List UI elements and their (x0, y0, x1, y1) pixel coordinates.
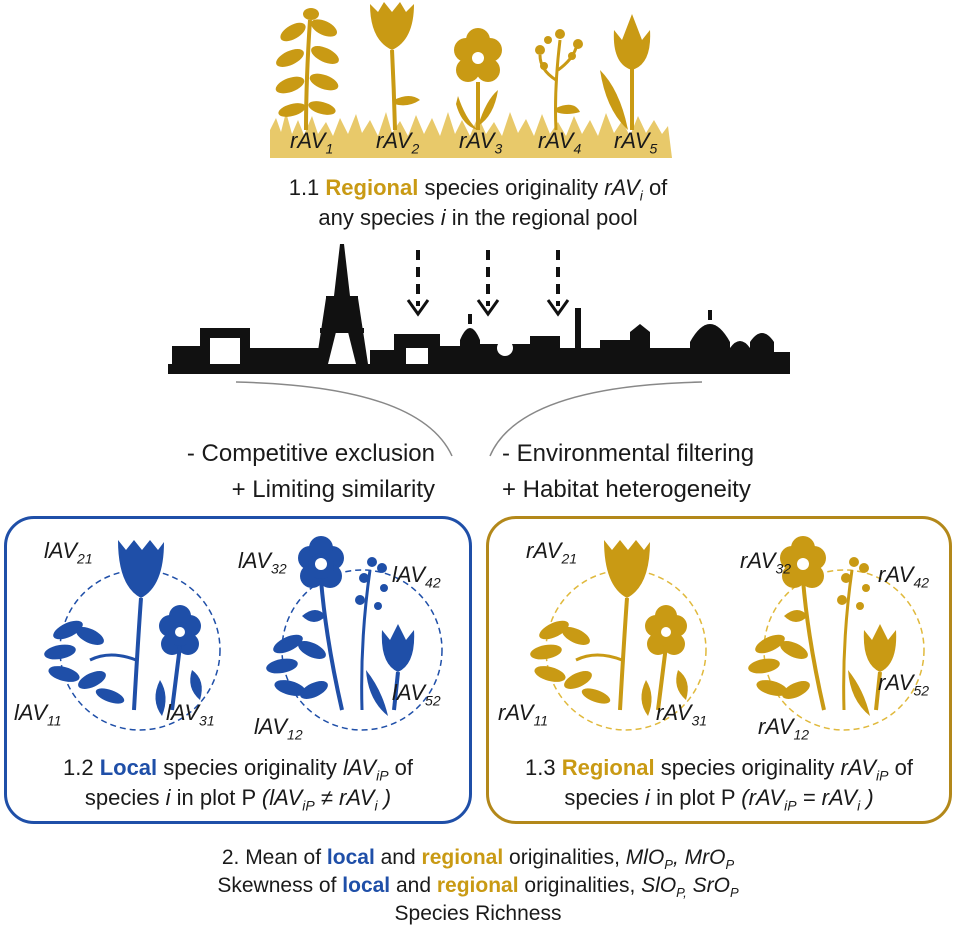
process-environmental-filtering: - Environmental filtering (502, 440, 755, 467)
plant-2-icon (370, 2, 420, 131)
step-1-1-line2: any species i in the regional pool (318, 205, 638, 230)
process-limiting-similarity: + Limiting similarity (231, 476, 435, 503)
process-habitat-heterogeneity: + Habitat heterogeneity (502, 476, 751, 503)
right-branch-curve (489, 381, 703, 457)
step-1-1-line1: 1.1 Regional species originality rAVi of (288, 175, 668, 204)
regional-label-rav52: rAV52 (878, 670, 930, 699)
local-label-lav52: lAV52 (392, 680, 441, 709)
local-plot-1-illustration (44, 540, 221, 731)
regional-plot-1-illustration (530, 540, 707, 731)
local-label-lav31: lAV31 (166, 700, 215, 729)
top-label-rav2: rAV2 (376, 128, 420, 157)
step-1-3-line2: species i in plot P (rAViP = rAVi ) (564, 785, 874, 814)
dashed-arrow-3 (546, 250, 570, 317)
top-label-rav3: rAV3 (459, 128, 503, 157)
summary-line-richness: Species Richness (394, 902, 562, 925)
local-label-lav32: lAV32 (238, 548, 287, 577)
top-label-rav1: rAV1 (290, 128, 334, 157)
top-label-rav5: rAV5 (614, 128, 658, 157)
top-label-rav4: rAV4 (538, 128, 582, 157)
regional-label-rav11: rAV11 (498, 700, 549, 729)
step-1-2-line2: species i in plot P (lAViP ≠ rAVi ) (84, 785, 392, 814)
local-label-lav12: lAV12 (254, 714, 303, 743)
local-label-lav11: lAV11 (14, 700, 62, 729)
regional-label-rav32: rAV32 (740, 548, 792, 577)
skyline-silhouette (168, 244, 790, 374)
plant-3-icon (454, 28, 502, 130)
regional-label-rav21: rAV21 (526, 538, 578, 567)
grass-band (270, 112, 672, 158)
step-1-3-line1: 1.3 Regional species originality rAViP o… (525, 755, 913, 784)
regional-plot-2-illustration (748, 536, 925, 731)
local-label-lav42: lAV42 (392, 562, 441, 591)
dashed-arrow-2 (476, 250, 500, 317)
regional-originality-box (486, 516, 952, 824)
plant-4-icon (535, 29, 583, 131)
plant-1-icon (275, 8, 339, 131)
plant-5-icon (600, 14, 651, 130)
regional-label-rav31: rAV31 (656, 700, 708, 729)
local-plot-2-illustration (266, 536, 443, 731)
dashed-arrow-1 (406, 250, 430, 317)
summary-line-skewness: Skewness of local and regional originali… (217, 874, 739, 901)
process-competitive-exclusion: - Competitive exclusion (186, 440, 435, 467)
regional-pool-illustration (270, 2, 672, 158)
city-skyline-illustration (168, 244, 790, 457)
step-1-2-line1: 1.2 Local species originality lAViP of (62, 755, 414, 784)
regional-label-rav42: rAV42 (878, 562, 930, 591)
local-label-lav21: lAV21 (44, 538, 93, 567)
summary-line-mean: 2. Mean of local and regional originalit… (221, 846, 735, 873)
local-originality-box (4, 516, 472, 824)
regional-label-rav12: rAV12 (758, 714, 810, 743)
left-branch-curve (235, 381, 453, 457)
